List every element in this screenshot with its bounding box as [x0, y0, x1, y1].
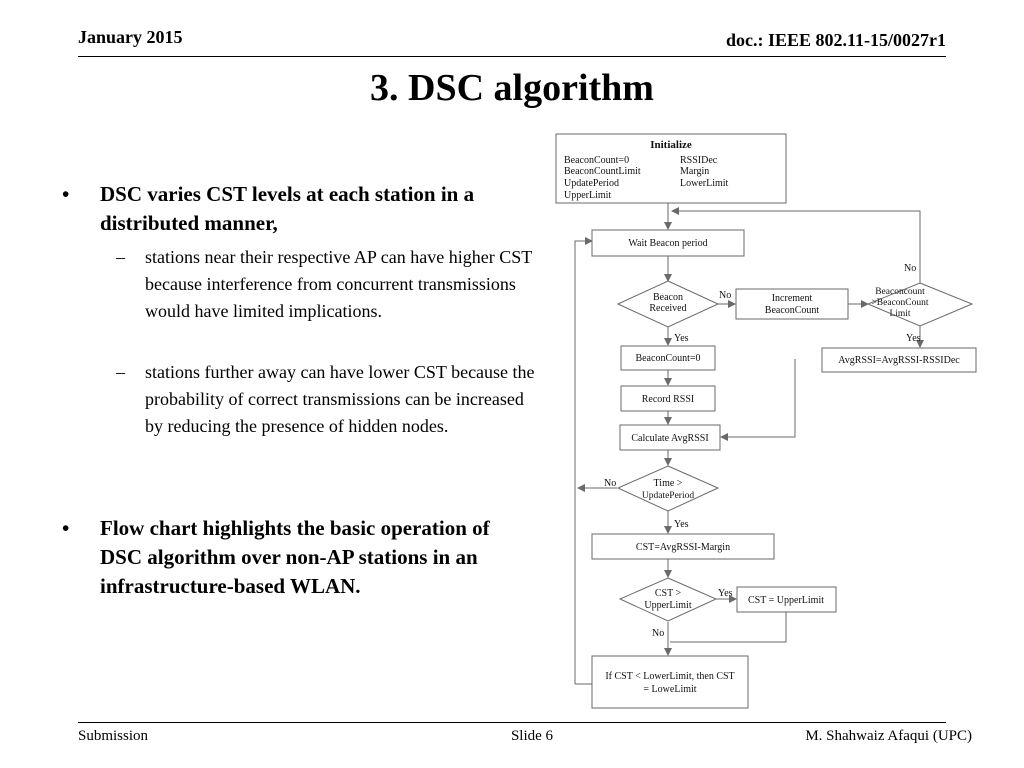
header-divider — [78, 56, 946, 57]
init-param: RSSIDec — [680, 155, 718, 166]
cst-lower-block: If CST < LowerLimit, then CST = LoweLimi… — [591, 655, 749, 709]
footer-author: M. Shahwaiz Afaqui (UPC) — [805, 728, 972, 744]
increment-block: Increment BeaconCount — [735, 288, 849, 320]
bullet-marker: • — [62, 516, 70, 540]
wait-beacon-label: Wait Beacon period — [628, 238, 707, 249]
branch-label-no: No — [652, 628, 664, 639]
increment-label: Increment — [772, 293, 813, 304]
branch-label-yes: Yes — [906, 333, 921, 344]
decision-label: Beacon — [653, 292, 683, 303]
beacon-limit-decision: Beaconcount >BeaconCount Limit — [866, 282, 974, 327]
wait-beacon-block: Wait Beacon period — [591, 229, 745, 257]
sub-bullet-text: stations further away can have lower CST… — [145, 362, 535, 436]
sub-bullet-marker: – — [116, 247, 125, 267]
slide-title: 3. DSC algorithm — [370, 67, 654, 109]
init-param: BeaconCountLimit — [564, 166, 641, 177]
cst-lower-label: = LoweLimit — [643, 684, 696, 695]
cst-upper-block: CST = UpperLimit — [736, 586, 837, 613]
branch-label-no: No — [719, 290, 731, 301]
increment-label: BeaconCount — [765, 305, 820, 316]
cst-set-label: CST=AvgRSSI-Margin — [636, 542, 730, 553]
record-rssi-label: Record RSSI — [642, 394, 695, 405]
bullet-text: DSC varies CST levels at each station in… — [100, 182, 475, 235]
decision-label: >BeaconCount — [871, 298, 928, 308]
footer-divider — [78, 722, 946, 723]
avg-dec-block: AvgRSSI=AvgRSSI-RSSIDec — [821, 347, 977, 373]
cst-lower-label: If CST < LowerLimit, then CST — [605, 671, 734, 682]
init-param: LowerLimit — [680, 178, 729, 189]
decision-label: UpdatePeriod — [642, 491, 694, 501]
branch-label-no: No — [604, 478, 616, 489]
bullet-marker: • — [62, 182, 70, 206]
beacon-received-decision: Beacon Received — [616, 280, 720, 328]
decision-label: Beaconcount — [875, 287, 925, 297]
cst-upper-label: CST = UpperLimit — [748, 595, 824, 606]
init-param: UpperLimit — [564, 190, 611, 201]
decision-label: UpperLimit — [644, 600, 691, 611]
decision-label: Limit — [889, 309, 910, 319]
cst-check-decision: CST > UpperLimit — [618, 577, 718, 622]
dsc-flowchart: Initialize BeaconCount=0 BeaconCountLimi… — [555, 133, 977, 709]
flowchart-connectors — [574, 203, 924, 685]
footer-slide-number: Slide 6 — [510, 728, 554, 744]
avg-dec-label: AvgRSSI=AvgRSSI-RSSIDec — [838, 355, 960, 366]
branch-labels: No No Yes Yes No Yes Yes No — [604, 263, 921, 639]
initialize-title: Initialize — [650, 139, 692, 151]
calc-avg-block: Calculate AvgRSSI — [619, 424, 721, 451]
reset-count-label: BeaconCount=0 — [635, 353, 700, 364]
init-param: Margin — [680, 166, 709, 177]
init-param: UpdatePeriod — [564, 178, 619, 189]
sub-bullet-text: stations near their respective AP can ha… — [145, 247, 532, 321]
header-date: January 2015 — [78, 27, 183, 47]
branch-label-yes: Yes — [718, 588, 733, 599]
cst-set-block: CST=AvgRSSI-Margin — [591, 533, 775, 560]
init-param: BeaconCount=0 — [564, 155, 629, 166]
reset-count-block: BeaconCount=0 — [620, 345, 716, 371]
decision-label: Received — [649, 303, 686, 314]
decision-label: CST > — [655, 588, 682, 599]
sub-bullet-marker: – — [116, 362, 125, 382]
branch-label-yes: Yes — [674, 333, 689, 344]
header-doc-id: doc.: IEEE 802.11-15/0027r1 — [725, 30, 946, 50]
branch-label-no: No — [904, 263, 916, 274]
calc-avg-label: Calculate AvgRSSI — [631, 433, 708, 444]
record-rssi-block: Record RSSI — [620, 385, 716, 412]
initialize-block: Initialize BeaconCount=0 BeaconCountLimi… — [555, 133, 787, 204]
time-check-decision: Time > UpdatePeriod — [616, 465, 720, 512]
bullet-text: Flow chart highlights the basic operatio… — [100, 516, 490, 598]
decision-label: Time > — [654, 478, 683, 489]
footer-submission: Submission — [78, 728, 149, 744]
branch-label-yes: Yes — [674, 519, 689, 530]
